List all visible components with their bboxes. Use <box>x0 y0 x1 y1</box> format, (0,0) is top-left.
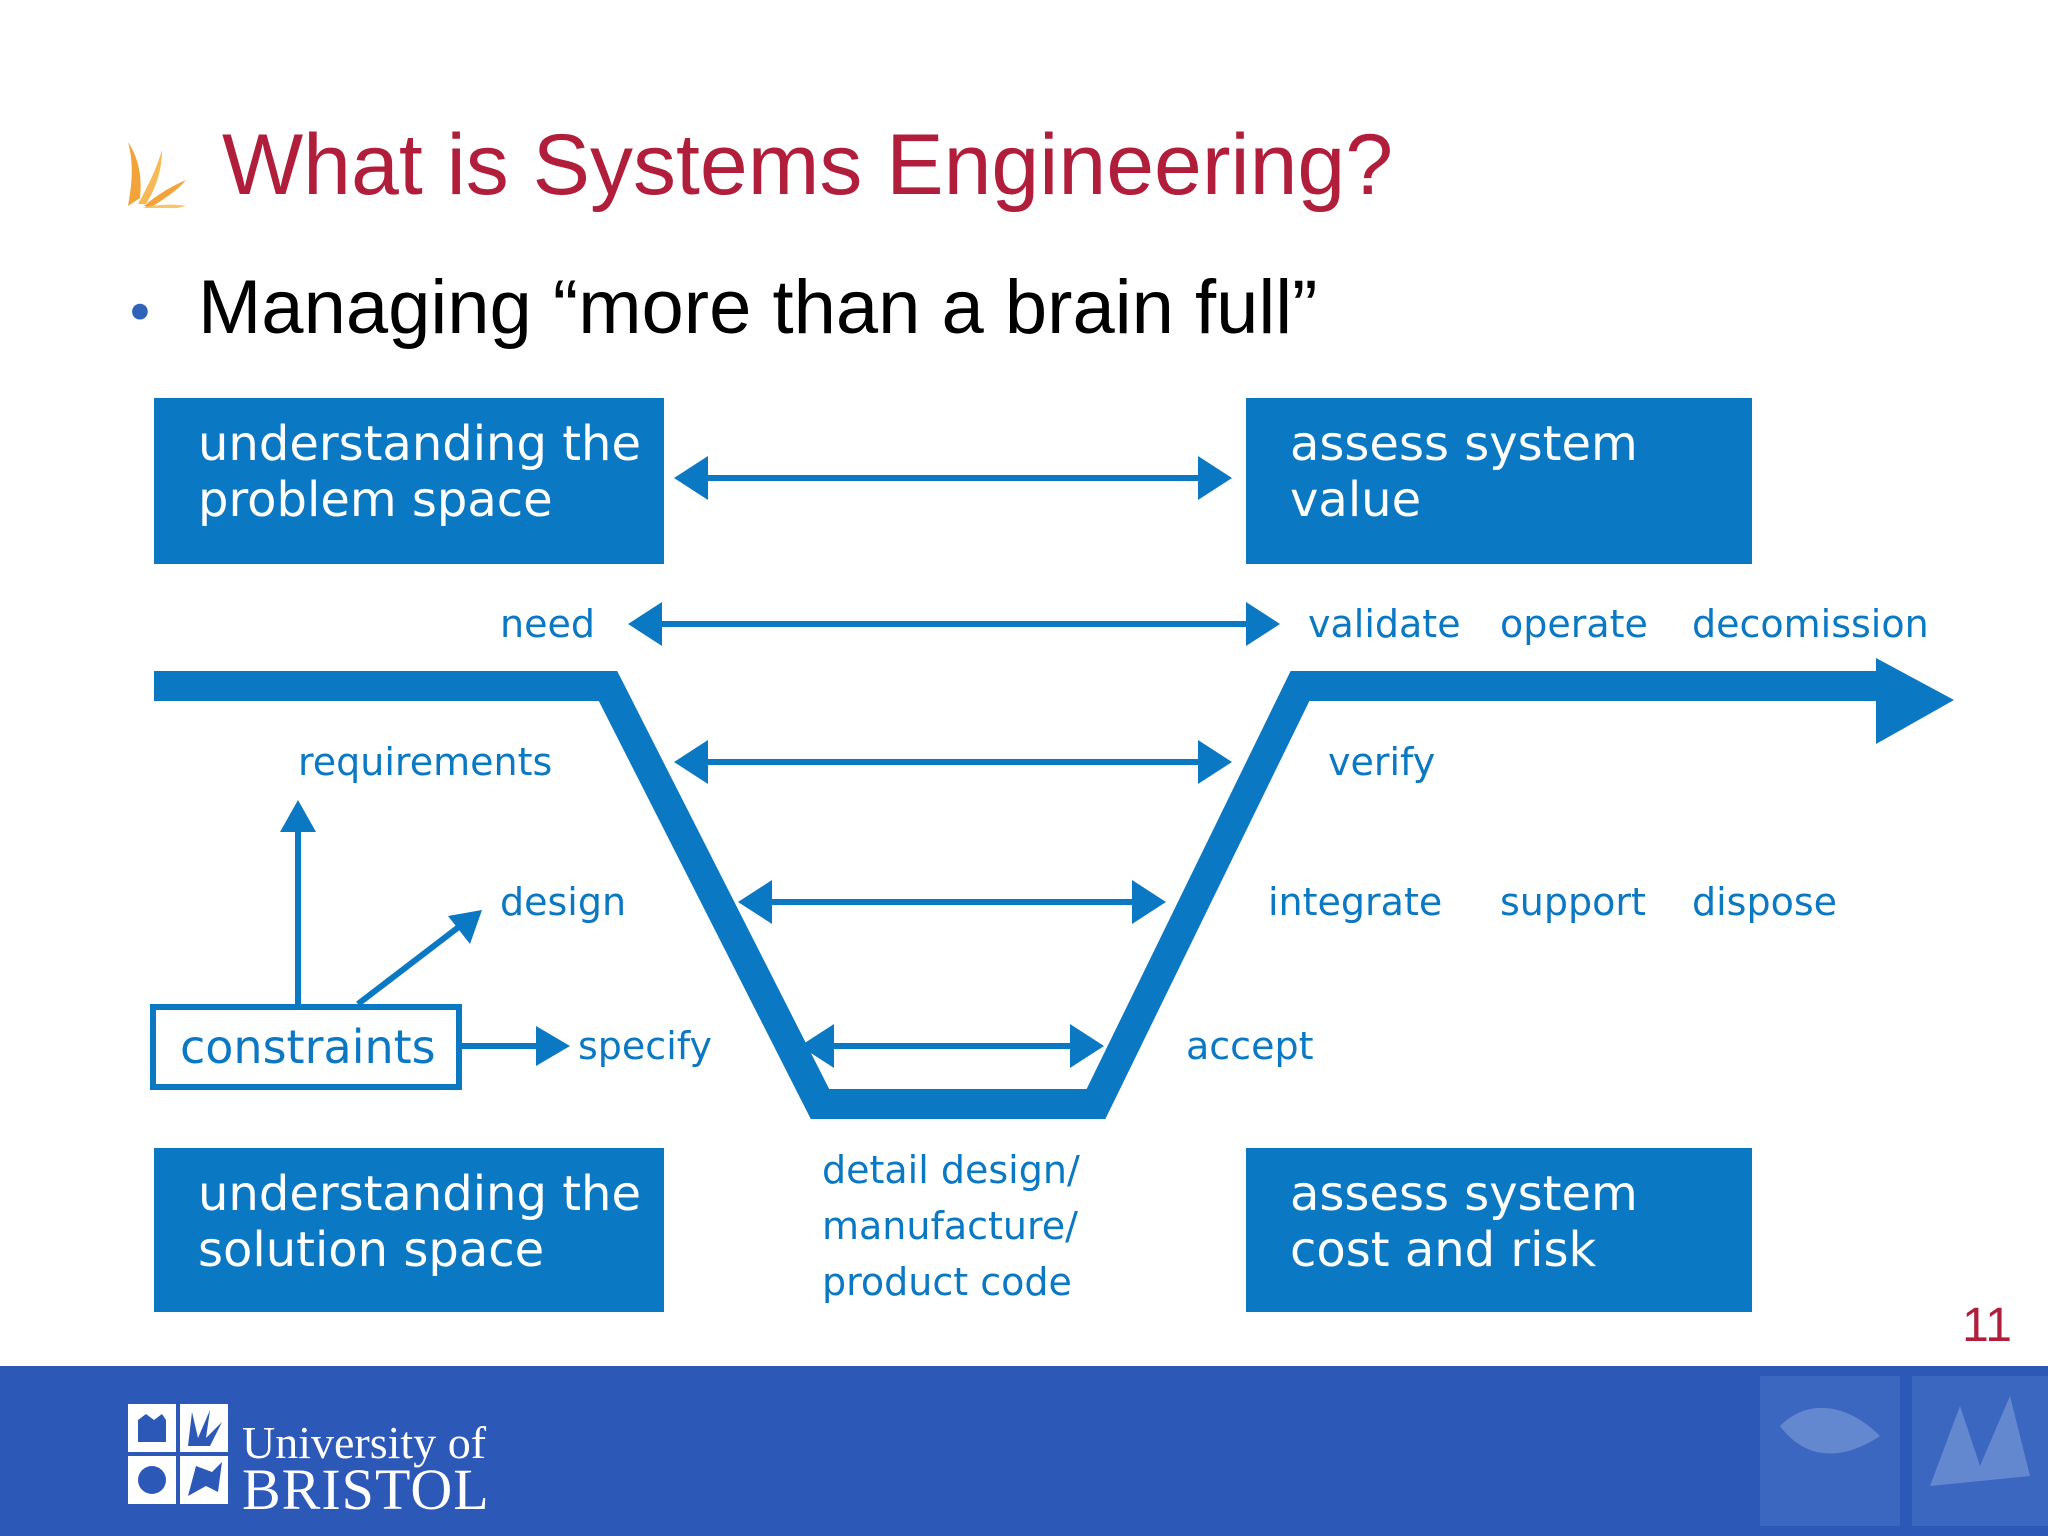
page-number: 11 <box>1962 1299 2012 1352</box>
crest-watermark <box>1760 1376 2048 1526</box>
constraints-box: constraints <box>150 1004 462 1090</box>
label-detail-design-line2: manufacture/ <box>822 1204 1078 1248</box>
label-validate: validate <box>1308 602 1461 646</box>
constraint-arrow-specify <box>462 1026 570 1066</box>
university-crest-logo <box>128 1404 228 1504</box>
v-path <box>154 671 1880 1119</box>
box-system-value: assess system value <box>1246 398 1752 564</box>
label-requirements: requirements <box>298 740 553 784</box>
box-solution-space-line1: understanding the <box>198 1166 641 1222</box>
label-need: need <box>500 602 595 646</box>
bullet-text: Managing “more than a brain full” <box>198 265 1318 350</box>
flame-icon <box>128 142 186 208</box>
link-arrow-design-integrate <box>738 880 1166 924</box>
label-support: support <box>1500 880 1646 924</box>
label-specify: specify <box>578 1024 712 1068</box>
label-dispose: dispose <box>1692 880 1838 924</box>
link-arrow-need-validate <box>628 602 1280 646</box>
box-solution-space: understanding the solution space <box>154 1148 664 1312</box>
link-arrow-specify-accept <box>800 1024 1104 1068</box>
link-arrow-requirements-verify <box>674 740 1232 784</box>
label-decomission: decomission <box>1692 602 1929 646</box>
label-detail-design-line3: product code <box>822 1260 1072 1304</box>
label-detail-design-line1: detail design/ <box>822 1148 1080 1192</box>
box-cost-risk-line2: cost and risk <box>1290 1222 1597 1278</box>
label-detail-design: detail design/ manufacture/ product code <box>822 1142 1080 1310</box>
university-name-line1: University of <box>242 1417 487 1468</box>
box-problem-space: understanding the problem space <box>154 398 664 564</box>
university-name-line2: BRISTOL <box>242 1457 490 1522</box>
bullet-marker: • <box>124 282 156 345</box>
box-problem-space-line1: understanding the <box>198 416 641 472</box>
label-design: design <box>500 880 627 924</box>
label-integrate: integrate <box>1268 880 1443 924</box>
box-system-value-line2: value <box>1290 472 1422 528</box>
constraint-arrow-requirements <box>280 800 316 1004</box>
label-operate: operate <box>1500 602 1648 646</box>
box-system-value-line1: assess system <box>1290 416 1638 472</box>
label-accept: accept <box>1186 1024 1314 1068</box>
slide-title: What is Systems Engineering? <box>222 117 1394 213</box>
v-path-arrowhead <box>1876 658 1954 744</box>
footer-bar: University of BRISTOL <box>0 1366 2048 1536</box>
box-solution-space-line2: solution space <box>198 1222 545 1278</box>
label-verify: verify <box>1328 740 1436 784</box>
link-arrow-problem-value <box>674 456 1232 500</box>
box-cost-risk: assess system cost and risk <box>1246 1148 1752 1312</box>
box-problem-space-line2: problem space <box>198 472 553 528</box>
constraint-arrow-design <box>356 910 482 1007</box>
box-cost-risk-line1: assess system <box>1290 1166 1638 1222</box>
